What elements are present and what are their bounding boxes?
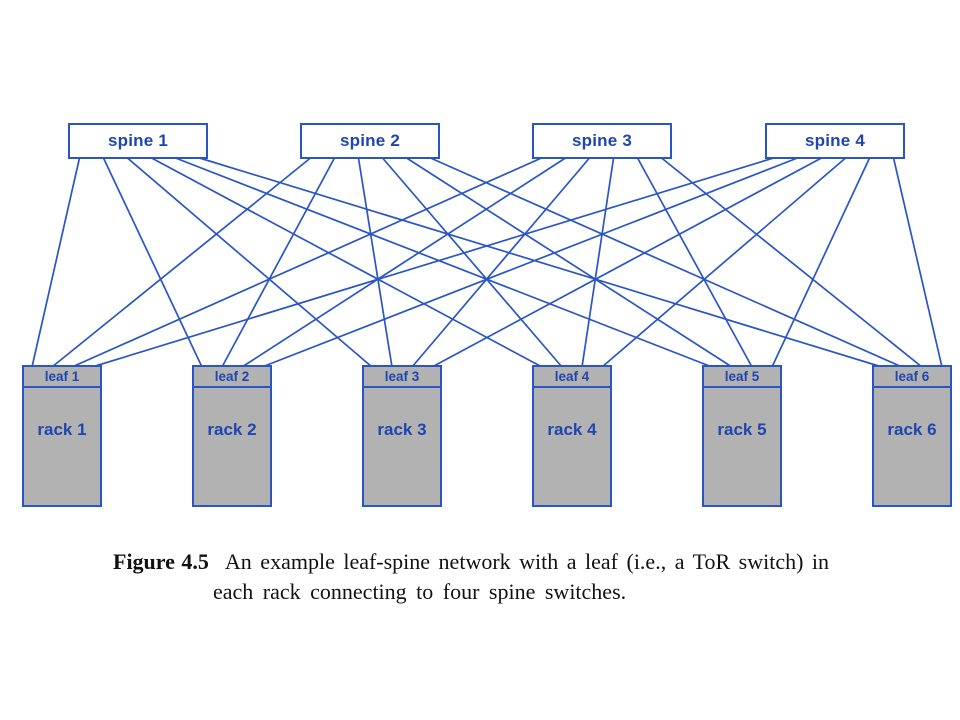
link-spine2-leaf1 xyxy=(51,156,313,368)
link-spine4-leaf6 xyxy=(892,156,943,368)
link-spine1-leaf2 xyxy=(102,156,203,368)
link-spine1-leaf1 xyxy=(31,156,81,368)
spine-node-4: spine 4 xyxy=(765,123,905,159)
link-spine2-leaf6 xyxy=(427,156,903,368)
figure-caption-line2: each rack connecting to four spine switc… xyxy=(213,579,627,604)
link-spine3-leaf1 xyxy=(71,156,545,368)
link-spine4-leaf4 xyxy=(601,156,848,368)
spine-node-3: spine 3 xyxy=(532,123,672,159)
rack-node-1: leaf 1 rack 1 xyxy=(22,365,102,507)
figure-caption-label: Figure 4.5 xyxy=(113,549,209,574)
spine-node-1: spine 1 xyxy=(68,123,208,159)
figure-caption: Figure 4.5 An example leaf-spine network … xyxy=(113,547,829,607)
rack-node-3: leaf 3 rack 3 xyxy=(362,365,442,507)
link-spine2-leaf4 xyxy=(381,156,563,368)
spine-node-2: spine 2 xyxy=(300,123,440,159)
rack-label: rack 4 xyxy=(547,420,597,439)
link-spine2-leaf3 xyxy=(357,156,393,368)
spine-label: spine 4 xyxy=(805,131,865,150)
rack-label: rack 6 xyxy=(887,420,937,439)
leaf-switch-label: leaf 2 xyxy=(194,367,270,388)
link-spine4-leaf2 xyxy=(261,156,801,368)
spine-label: spine 2 xyxy=(340,131,400,150)
link-spine4-leaf3 xyxy=(431,156,824,368)
leaf-switch-label: leaf 3 xyxy=(364,367,440,388)
spine-label: spine 1 xyxy=(108,131,168,150)
link-spine3-leaf4 xyxy=(581,156,615,368)
rack-node-5: leaf 5 rack 5 xyxy=(702,365,782,507)
rack-node-2: leaf 2 rack 2 xyxy=(192,365,272,507)
rack-label: rack 3 xyxy=(377,420,427,439)
figure-caption-line1: An example leaf-spine network with a lea… xyxy=(224,549,830,574)
link-spine3-leaf3 xyxy=(411,156,591,368)
figure-caption-row1: Figure 4.5 An example leaf-spine network … xyxy=(113,547,829,577)
leaf-switch-label: leaf 6 xyxy=(874,367,950,388)
link-spine4-leaf5 xyxy=(771,156,871,368)
link-spine3-leaf2 xyxy=(241,156,568,368)
rack-label: rack 1 xyxy=(37,420,87,439)
link-spine1-leaf3 xyxy=(125,156,373,368)
link-spine1-leaf5 xyxy=(172,156,713,368)
rack-node-6: leaf 6 rack 6 xyxy=(872,365,952,507)
link-spine3-leaf6 xyxy=(659,156,923,368)
rack-label: rack 5 xyxy=(717,420,767,439)
link-spine2-leaf5 xyxy=(404,156,733,368)
leaf-switch-label: leaf 5 xyxy=(704,367,780,388)
rack-label: rack 2 xyxy=(207,420,257,439)
link-spine3-leaf5 xyxy=(636,156,753,368)
link-spine2-leaf2 xyxy=(221,156,336,368)
leaf-switch-label: leaf 1 xyxy=(24,367,100,388)
rack-node-4: leaf 4 rack 4 xyxy=(532,365,612,507)
spine-label: spine 3 xyxy=(572,131,632,150)
link-spine1-leaf4 xyxy=(149,156,543,368)
link-spine4-leaf1 xyxy=(91,156,777,368)
leaf-switch-label: leaf 4 xyxy=(534,367,610,388)
link-spine1-leaf6 xyxy=(196,156,883,368)
